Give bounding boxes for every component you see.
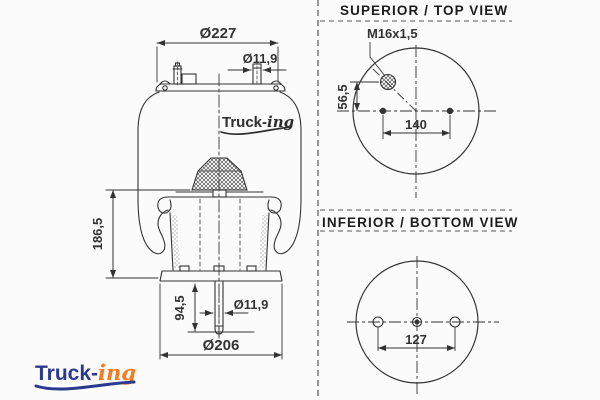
dim-label-94-5: 94,5: [172, 295, 187, 320]
bottom-clip-left: [179, 265, 190, 272]
rubber-bumper: [191, 157, 248, 198]
watermark-logo: Truck-ing: [220, 113, 294, 135]
dim-label-227: Ø227: [200, 25, 237, 42]
top-view-panel: SUPERIOR / TOP VIEW M16x1,5 56,5 140: [320, 3, 512, 198]
bottom-view-title: INFERIOR / BOTTOM VIEW: [322, 215, 518, 230]
dim-top-plate-diameter: Ø227: [156, 25, 279, 83]
bottom-center-hole: [411, 316, 423, 328]
watermark-text-truck: Truck-: [222, 114, 267, 131]
piston: [157, 191, 283, 282]
dim-label-56-5: 56,5: [335, 84, 350, 109]
dim-bottom-stud-diameter: Ø11,9: [199, 297, 269, 317]
top-view-diagonal-centerline: [371, 67, 417, 112]
bead-clamp-left: [162, 85, 168, 91]
dim-hole-spacing-127: 127: [377, 327, 456, 352]
dim-label-206: Ø206: [203, 337, 240, 354]
dim-label-top-11-9: Ø11,9: [243, 51, 278, 66]
dim-air-fitting-thread: M16x1,5: [367, 26, 418, 77]
air-fitting-port: [379, 73, 397, 91]
bottom-clip-right: [246, 265, 257, 272]
bumper-neck: [212, 189, 227, 198]
air-fitting: [172, 61, 197, 87]
dim-stud-spacing-140: 140: [382, 115, 451, 139]
dim-design-height: 186,5: [90, 189, 191, 279]
brand-logo: Truck-ing: [34, 360, 136, 391]
dim-bottom-stud-length: 94,5: [172, 283, 255, 333]
watermark-swoosh: [220, 126, 292, 135]
bellows-body: [137, 91, 302, 255]
watermark-text-ing: ing: [267, 113, 294, 131]
logo-text-truck: Truck-: [35, 362, 98, 385]
svg-text:Truck-ing: Truck-ing: [35, 360, 136, 385]
piston-texture-right: [259, 215, 268, 268]
bead-clamp-right: [273, 85, 279, 91]
top-view-title: SUPERIOR / TOP VIEW: [340, 3, 508, 18]
main-section-view: Ø227 Ø11,9: [90, 25, 302, 360]
dim-piston-diameter: Ø206: [159, 283, 283, 360]
dim-label-140: 140: [405, 117, 427, 132]
bottom-mounting-stud: [214, 280, 224, 338]
dim-label-m16: M16x1,5: [367, 26, 418, 41]
top-plate: [155, 80, 286, 92]
piston-texture-left: [171, 215, 180, 268]
dim-label-127: 127: [405, 332, 427, 347]
top-stud-right: [446, 107, 454, 115]
top-mounting-stud: [252, 60, 262, 87]
bottom-clip-center: [213, 265, 225, 272]
bottom-view-panel: INFERIOR / BOTTOM VIEW 127: [320, 209, 518, 395]
svg-text:Truck-ing: Truck-ing: [222, 113, 294, 131]
dim-fitting-offset: 56,5: [335, 81, 379, 111]
bottom-center-hole-fill: [414, 319, 420, 325]
dim-label-bottom-11-9: Ø11,9: [234, 297, 269, 312]
top-stud-left: [379, 107, 387, 115]
dim-label-186-5: 186,5: [90, 218, 105, 251]
dim-top-stud-diameter: Ø11,9: [227, 51, 287, 74]
logo-swoosh: [34, 380, 136, 391]
